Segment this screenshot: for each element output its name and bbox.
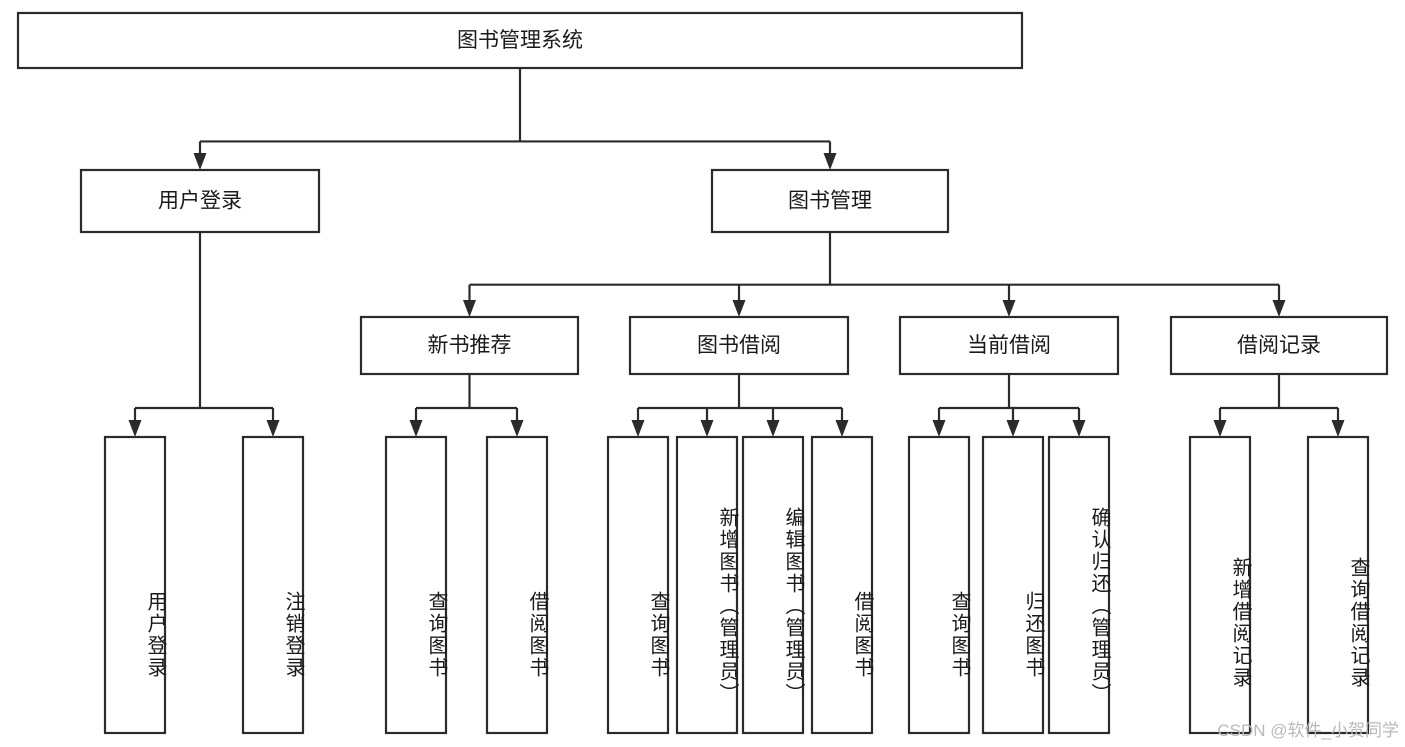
node-box-leaf-query-book-rec [384, 435, 448, 735]
node-leaf-query-book-current[interactable] [907, 435, 971, 735]
arrow-head-leaf-query-record [1331, 420, 1345, 437]
arrow-head-leaf-query-book-rec [409, 420, 423, 437]
node-box-book-borrow [628, 315, 850, 376]
node-box-leaf-query-record [1306, 435, 1370, 735]
node-label-book-management: 图书管理 [788, 190, 872, 213]
arrow-head-leaf-user-login [128, 420, 142, 437]
node-box-root [16, 11, 1024, 70]
connector-layer [128, 68, 1345, 437]
node-box-leaf-add-record [1188, 435, 1252, 735]
node-box-leaf-add-book [675, 435, 739, 735]
arrow-head-book-management [823, 153, 837, 170]
node-leaf-query-book-rec[interactable] [384, 435, 448, 735]
node-box-book-management [710, 168, 950, 234]
arrow-head-user-login [193, 153, 207, 170]
node-user-login[interactable] [79, 168, 321, 234]
node-leaf-confirm-return[interactable] [1047, 435, 1111, 735]
node-box-leaf-user-login [103, 435, 167, 735]
arrow-head-leaf-confirm-return [1072, 420, 1086, 437]
arrow-head-leaf-return-book [1006, 420, 1020, 437]
arrow-head-book-borrow [732, 300, 746, 317]
arrow-head-new-book-recommend [463, 300, 476, 317]
arrow-head-leaf-borrow-book [835, 420, 849, 437]
node-leaf-edit-book[interactable] [741, 435, 805, 735]
node-new-book-recommend[interactable] [359, 315, 580, 376]
node-current-borrow[interactable] [898, 315, 1120, 376]
node-borrow-record[interactable] [1169, 315, 1389, 376]
node-box-new-book-recommend [359, 315, 580, 376]
arrow-head-leaf-query-book-current [932, 420, 946, 437]
node-label-root: 图书管理系统 [457, 29, 583, 52]
node-box-leaf-return-book [981, 435, 1045, 735]
arrow-head-leaf-edit-book [766, 420, 780, 437]
arrow-head-current-borrow [1002, 300, 1016, 317]
node-box-leaf-borrow-book [810, 435, 874, 735]
arrow-head-leaf-borrow-book-rec [510, 420, 524, 437]
node-leaf-return-book[interactable] [981, 435, 1045, 735]
node-box-user-login [79, 168, 321, 234]
node-label-current-borrow: 当前借阅 [967, 334, 1051, 357]
node-book-management[interactable] [710, 168, 950, 234]
node-label-new-book-recommend: 新书推荐 [428, 334, 512, 357]
node-box-leaf-confirm-return [1047, 435, 1111, 735]
node-label-user-login: 用户登录 [158, 190, 242, 213]
node-label-book-borrow: 图书借阅 [697, 334, 781, 357]
node-leaf-query-record[interactable] [1306, 435, 1370, 735]
node-box-leaf-query-book-borrow [606, 435, 670, 735]
node-leaf-add-record[interactable] [1188, 435, 1252, 735]
node-box-leaf-edit-book [741, 435, 805, 735]
arrow-head-borrow-record [1272, 300, 1286, 317]
node-box-leaf-logout [241, 435, 305, 735]
node-leaf-query-book-borrow[interactable] [606, 435, 670, 735]
node-box-leaf-borrow-book-rec [485, 435, 549, 735]
watermark-text: CSDN @软件_小贺同学 [1217, 721, 1399, 740]
node-leaf-add-book[interactable] [675, 435, 739, 735]
node-leaf-borrow-book[interactable] [810, 435, 874, 735]
node-box-borrow-record [1169, 315, 1389, 376]
node-leaf-borrow-book-rec[interactable] [485, 435, 549, 735]
arrow-head-leaf-add-book [700, 420, 714, 437]
arrow-head-leaf-add-record [1213, 420, 1227, 437]
node-book-borrow[interactable] [628, 315, 850, 376]
arrow-head-leaf-query-book-borrow [631, 420, 645, 437]
node-box-leaf-query-book-current [907, 435, 971, 735]
node-leaf-user-login[interactable] [103, 435, 167, 735]
node-box-current-borrow [898, 315, 1120, 376]
node-label-borrow-record: 借阅记录 [1237, 334, 1321, 357]
node-root[interactable] [16, 11, 1024, 70]
arrow-head-leaf-logout [266, 420, 280, 437]
node-leaf-logout[interactable] [241, 435, 305, 735]
